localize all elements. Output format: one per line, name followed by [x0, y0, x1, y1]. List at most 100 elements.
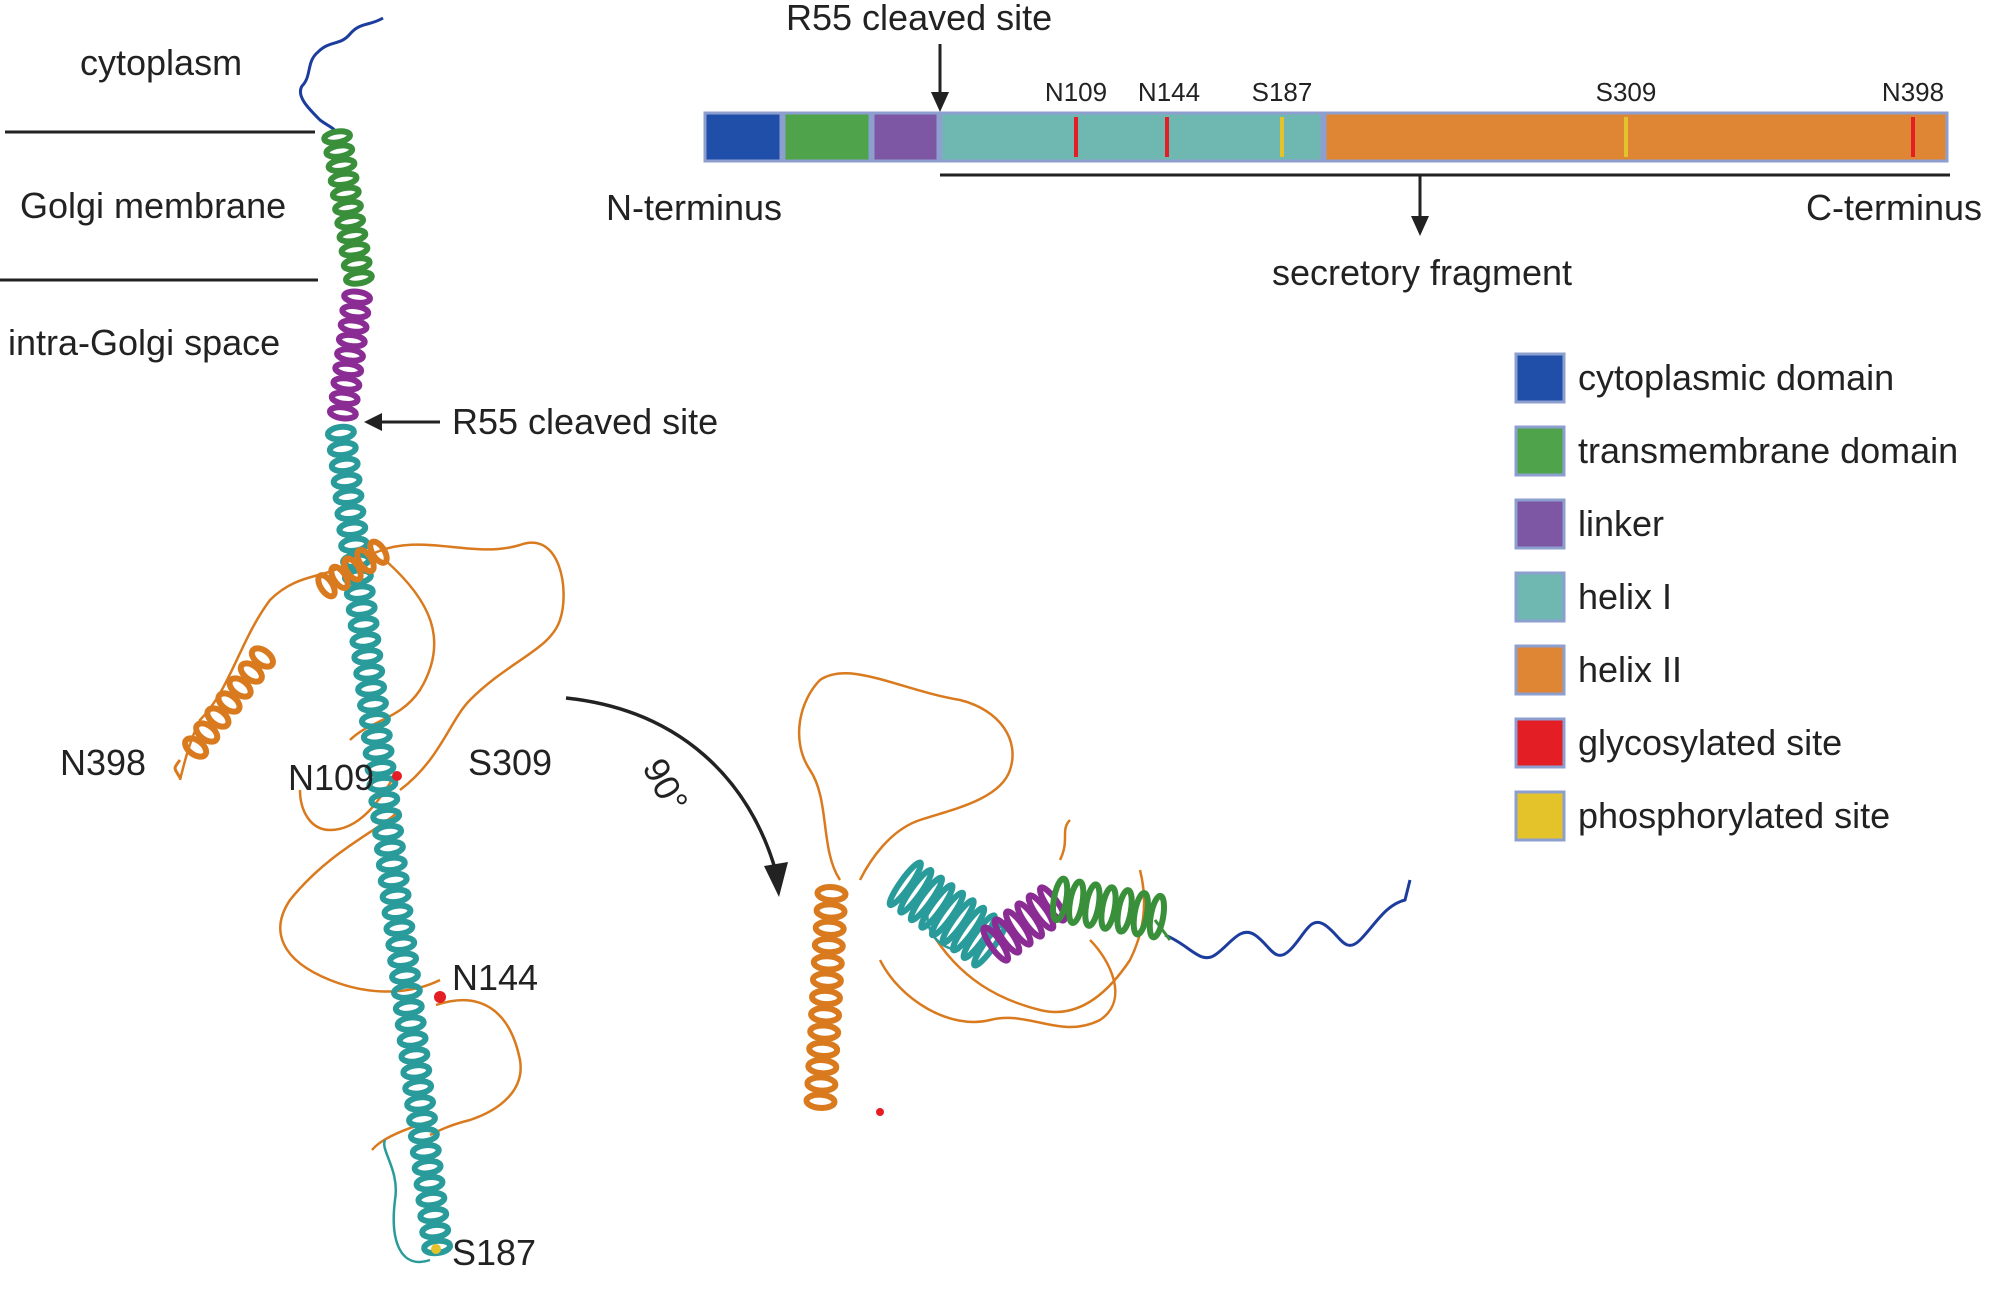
helix-turn	[332, 487, 365, 507]
helix-turn	[341, 288, 374, 306]
helix-turn	[337, 317, 370, 335]
legend-item: cytoplasmic domain	[1514, 352, 1894, 404]
helix-turn	[345, 599, 378, 618]
intra-golgi-space-label: intra-Golgi space	[8, 322, 280, 363]
helix-turn	[321, 128, 353, 146]
bar-helix-i	[939, 111, 1324, 163]
legend-label: transmembrane domain	[1578, 430, 1958, 471]
n398-label: N398	[60, 742, 146, 783]
helix-turn	[343, 583, 376, 602]
rotation-indicator: 90°	[565, 696, 788, 897]
transmembrane-helix	[321, 128, 375, 287]
helix-turn	[809, 970, 844, 990]
helix-turn	[1146, 892, 1168, 941]
helix-turn	[326, 404, 359, 422]
legend-item: phosphorylated site	[1514, 790, 1890, 842]
helix-turn	[400, 1062, 433, 1081]
rotated-helix-i	[886, 859, 1009, 969]
cytoplasmic-tail	[299, 16, 384, 133]
helix-turn	[392, 998, 425, 1017]
helix-turn	[404, 1094, 437, 1113]
helix-turn	[327, 170, 360, 188]
helix-turn	[387, 950, 420, 969]
helix-turn	[329, 184, 362, 203]
legend-label: cytoplasmic domain	[1578, 357, 1894, 398]
rotated-transmembrane-helix	[1049, 875, 1168, 941]
helix-turn	[1036, 884, 1068, 924]
helix-turn	[226, 675, 254, 700]
helix-turn	[330, 471, 363, 491]
c-terminus-label: C-terminus	[1806, 187, 1982, 228]
helix-turn	[379, 886, 412, 906]
helix-turn	[811, 935, 846, 956]
legend-label: phosphorylated site	[1578, 795, 1890, 836]
legend-label: helix II	[1578, 649, 1682, 690]
helix-turn	[368, 790, 401, 810]
helix-turn	[390, 982, 423, 1001]
helix-turn	[338, 241, 371, 259]
helix-turn	[804, 1074, 839, 1094]
helix-turn	[349, 631, 382, 650]
bar-cleave-label: R55 cleaved site	[786, 0, 1052, 38]
helix-turn	[808, 1005, 843, 1025]
helix-turn	[324, 423, 357, 443]
helix-turn	[339, 303, 372, 321]
rotated-loop-bottom	[878, 939, 1117, 1029]
cytoplasm-label: cytoplasm	[80, 42, 242, 83]
bar-site-label: N109	[1045, 77, 1107, 107]
legend-item: linker	[1514, 498, 1664, 550]
rotated-helix-ii	[803, 884, 849, 1111]
helix-turn	[407, 1126, 440, 1145]
s187-site-marker	[431, 1244, 441, 1254]
helix-turn	[814, 884, 849, 904]
helix-turn	[394, 1014, 427, 1033]
helix-turn	[338, 535, 371, 554]
bar-linker	[871, 111, 940, 163]
helix-turn	[358, 711, 391, 730]
rotated-structure	[797, 672, 1412, 1116]
vertical-structure: cytoplasm Golgi membrane intra-Golgi spa…	[0, 16, 718, 1273]
bar-site-label: N398	[1882, 77, 1944, 107]
bar-transmembrane-domain	[782, 111, 872, 163]
helix-turn	[343, 269, 375, 287]
golgi-membrane-label: Golgi membrane	[20, 185, 286, 226]
helix-turn	[370, 806, 403, 826]
helix-turn	[385, 934, 418, 954]
n144-label: N144	[452, 957, 538, 998]
helix-turn	[402, 1078, 435, 1097]
legend-item: transmembrane domain	[1514, 425, 1958, 477]
rotated-loop-small	[1058, 819, 1071, 861]
helix-turn	[413, 1173, 446, 1193]
helix-turn	[315, 572, 338, 600]
n144-site-marker	[434, 991, 446, 1003]
helix-turn	[803, 1091, 838, 1111]
s187-label: S187	[452, 1232, 536, 1273]
helix-turn	[328, 455, 361, 475]
helix-turn	[193, 720, 221, 745]
helix-turn	[334, 503, 367, 523]
helix-i-ribbon	[324, 423, 454, 1257]
helix-turn	[1002, 908, 1034, 948]
helix-turn	[367, 538, 390, 566]
helix-turn	[949, 904, 988, 954]
helix-turn	[419, 1221, 452, 1241]
helix-turn	[1049, 875, 1071, 924]
helix-turn	[373, 838, 406, 858]
helix-turn	[215, 690, 243, 715]
helix-turn	[809, 987, 843, 1008]
helix-turn	[415, 1189, 448, 1209]
helix-turn	[351, 647, 384, 666]
legend-swatch	[1514, 717, 1566, 769]
legend-swatch	[1514, 571, 1566, 623]
helix-turn	[364, 758, 397, 778]
helix-turn	[237, 660, 265, 685]
helix-turn	[353, 663, 386, 682]
n398-tail	[173, 759, 182, 779]
rotation-label: 90°	[635, 752, 697, 819]
n109-label: N109	[288, 757, 374, 798]
legend: cytoplasmic domain transmembrane domain …	[1514, 352, 1958, 842]
s309-label: S309	[468, 742, 552, 783]
legend-item: glycosylated site	[1514, 717, 1842, 769]
helix-turn	[813, 901, 848, 921]
helix-turn	[325, 156, 358, 174]
